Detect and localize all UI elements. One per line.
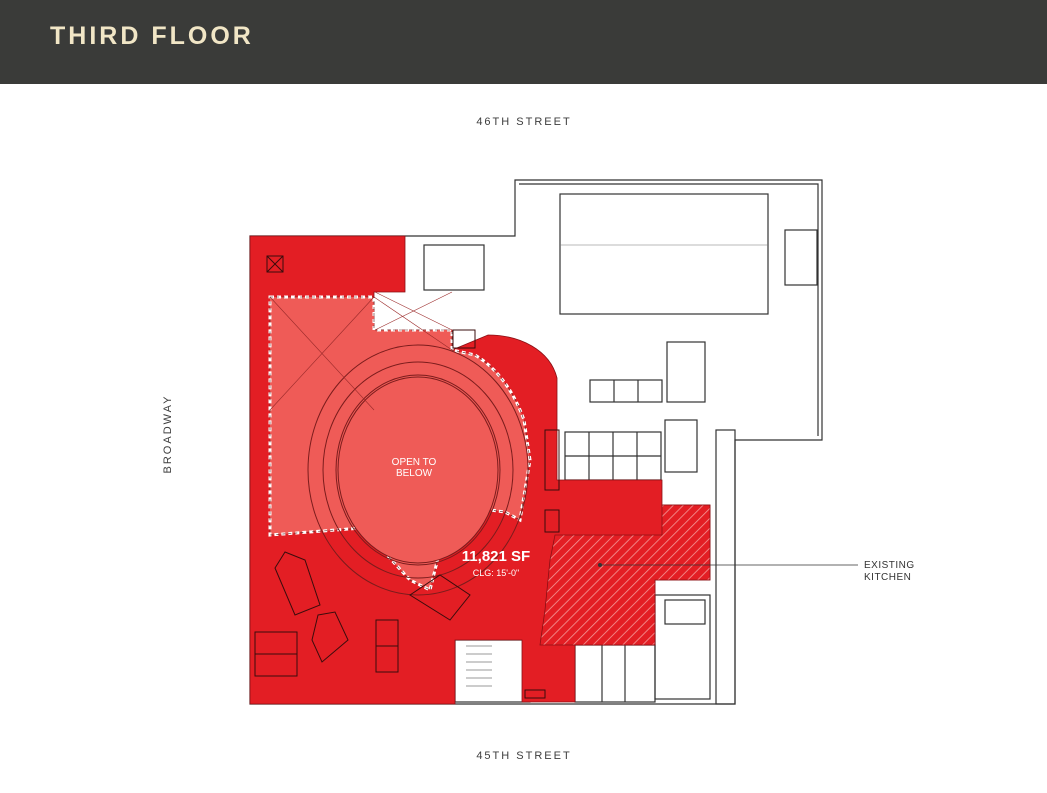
street-label-south: 45TH STREET [476, 750, 572, 762]
existing-kitchen-area [539, 504, 711, 646]
callout-label-line1: EXISTING [864, 560, 915, 571]
street-label-north: 46TH STREET [476, 116, 572, 128]
area-label: 11,821 SF [462, 548, 530, 565]
ceiling-label: CLG: 15'-0" [473, 568, 519, 578]
plan-diagonals [269, 291, 453, 411]
seating-arcs [307, 344, 529, 596]
callout-point [598, 563, 602, 567]
page-title: THIRD FLOOR [50, 22, 254, 50]
open-to-below-center [337, 376, 499, 564]
red-fixtures [254, 255, 560, 699]
callout-label-line2: KITCHEN [864, 572, 911, 583]
open-to-below-label-line1: OPEN TO [392, 457, 437, 468]
open-to-below-label-line2: BELOW [396, 468, 433, 479]
page-header: THIRD FLOOR [0, 0, 1047, 84]
open-to-below-outline [269, 296, 531, 591]
